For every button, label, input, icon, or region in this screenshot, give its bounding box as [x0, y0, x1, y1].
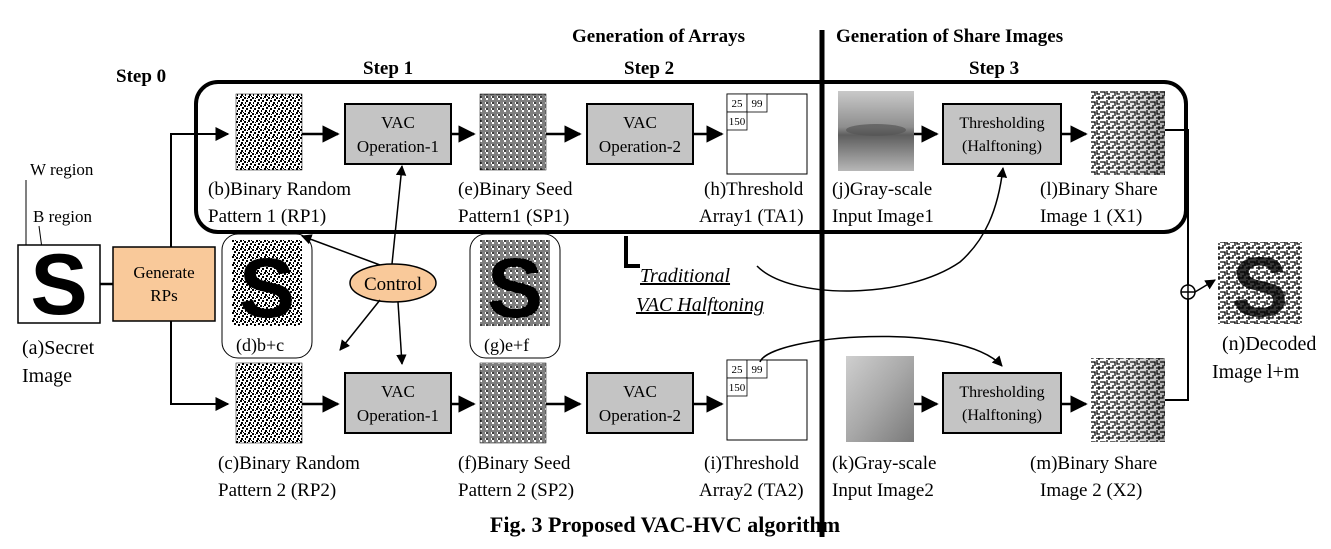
combined-g-frame	[469, 233, 561, 359]
vac-op1-top-label-1: VAC	[381, 113, 415, 132]
generate-rps-box	[112, 246, 216, 322]
arrow-control-to-d	[301, 234, 381, 266]
vac-operation-1-bottom	[344, 372, 452, 434]
arrow-control-to-d-bottom	[339, 299, 381, 351]
ta1-value-25: 25	[732, 98, 744, 110]
arrow-to-rp1	[170, 127, 230, 247]
heading-step-1: Step 1	[363, 58, 413, 79]
w-region-label: W region	[30, 160, 94, 179]
thresh-top-label-1: Thresholding	[959, 115, 1044, 132]
arrow-xor-to-decoded	[1194, 279, 1216, 293]
caption-e-line1: (e)Binary Seed	[458, 179, 573, 200]
combined-d-image	[232, 240, 302, 326]
caption-h-line2: Array1 (TA1)	[699, 206, 804, 227]
combined-d-frame	[221, 233, 313, 359]
caption-k-line1: (k)Gray-scale	[832, 453, 936, 474]
caption-b-line2: Pattern 1 (RP1)	[208, 206, 326, 227]
decoded-image	[1218, 242, 1302, 324]
control-label: Control	[364, 274, 422, 295]
heading-step-2: Step 2	[624, 58, 674, 79]
arrow-ta2-to-thresh	[759, 335, 1003, 367]
caption-n-line2: Image l+m	[1212, 361, 1300, 383]
arrow-to-rp2	[170, 321, 230, 411]
rp1-image	[235, 93, 303, 171]
vac-op2-bottom-label-2: Operation-2	[599, 406, 681, 425]
arrow-ta1-to-thresh	[756, 166, 1008, 292]
vac-op1-top-label-2: Operation-1	[357, 137, 439, 156]
sp1-image	[479, 93, 547, 171]
line-share2-to-xor	[1165, 298, 1189, 401]
heading-generation-of-share-images: Generation of Share Images	[836, 26, 1063, 47]
caption-h-line1: (h)Threshold	[704, 179, 804, 200]
rp2-image	[235, 362, 303, 444]
caption-l-line2: Image 1 (X1)	[1040, 206, 1142, 227]
heading-step-3: Step 3	[969, 58, 1019, 79]
generate-rps-label-1: Generate	[133, 263, 194, 282]
heading-generation-of-arrays: Generation of Arrays	[572, 26, 745, 47]
traditional-vac-box	[194, 80, 1188, 234]
b-region-label: B region	[33, 207, 93, 226]
traditional-label-1: Traditional	[640, 265, 730, 287]
ta2-value-25: 25	[732, 364, 744, 376]
sp2-image	[479, 362, 547, 444]
secret-letter: S	[30, 237, 87, 333]
vac-op2-top-label-2: Operation-2	[599, 137, 681, 156]
arrow-control-to-vac1-bottom	[396, 301, 407, 366]
caption-d: (d)b+c	[236, 335, 284, 356]
vac-op1-bottom-label-2: Operation-1	[357, 406, 439, 425]
combined-d-letter: S	[239, 241, 295, 335]
ta1-value-150: 150	[729, 116, 746, 128]
combined-g-letter: S	[487, 241, 543, 335]
control-node	[349, 263, 437, 303]
decoded-letter: S	[1232, 240, 1288, 334]
traditional-label-2: VAC Halftoning	[636, 294, 764, 316]
caption-g: (g)e+f	[484, 335, 529, 356]
vac-op2-bottom-label-1: VAC	[623, 382, 657, 401]
caption-l-line1: (l)Binary Share	[1040, 179, 1158, 200]
secret-image	[17, 244, 101, 324]
thresh-top-label-2: (Halftoning)	[962, 138, 1042, 155]
caption-j-line2: Input Image1	[832, 206, 934, 227]
caption-a-line1: (a)Secret	[22, 337, 95, 359]
line-share1-to-xor	[1165, 129, 1189, 286]
thresholding-bottom	[942, 372, 1062, 434]
ta2-value-150: 150	[729, 382, 746, 394]
caption-m-line1: (m)Binary Share	[1030, 453, 1157, 474]
combined-g-image	[480, 240, 550, 326]
input-image-2	[846, 356, 914, 442]
caption-a-line2: Image	[22, 365, 72, 387]
thresh-bottom-label-1: Thresholding	[959, 384, 1044, 401]
caption-n-line1: (n)Decoded	[1222, 333, 1316, 355]
heading-step-0: Step 0	[116, 66, 166, 87]
arrow-control-to-vac1-top	[391, 164, 407, 265]
generate-rps-label-2: RPs	[150, 286, 177, 305]
caption-e-line2: Pattern1 (SP1)	[458, 206, 569, 227]
vac-operation-1-top	[344, 103, 452, 165]
caption-f-line2: Pattern 2 (SP2)	[458, 480, 574, 501]
figure-caption: Fig. 3 Proposed VAC-HVC algorithm	[490, 512, 840, 537]
caption-i-line1: (i)Threshold	[704, 453, 799, 474]
ta2-value-99: 99	[752, 364, 764, 376]
caption-f-line1: (f)Binary Seed	[458, 453, 571, 474]
caption-c-line1: (c)Binary Random	[218, 453, 360, 474]
vac-op1-bottom-label-1: VAC	[381, 382, 415, 401]
caption-m-line2: Image 2 (X2)	[1040, 480, 1142, 501]
caption-c-line2: Pattern 2 (RP2)	[218, 480, 336, 501]
caption-b-line1: (b)Binary Random	[208, 179, 351, 200]
thresholding-top	[942, 103, 1062, 165]
caption-i-line2: Array2 (TA2)	[699, 480, 804, 501]
vac-op2-top-label-1: VAC	[623, 113, 657, 132]
caption-j-line1: (j)Gray-scale	[832, 179, 932, 200]
thresh-bottom-label-2: (Halftoning)	[962, 407, 1042, 424]
ta1-value-99: 99	[752, 98, 764, 110]
traditional-vac-bracket	[624, 236, 640, 268]
caption-k-line2: Input Image2	[832, 480, 934, 501]
